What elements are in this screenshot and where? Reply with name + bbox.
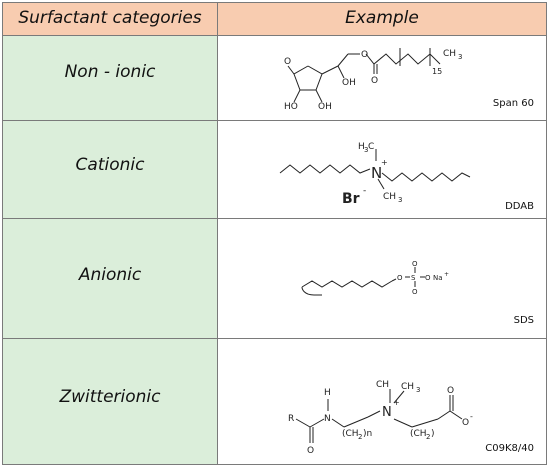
o-ester-label: O: [361, 50, 368, 60]
example-cell-anionic: O S O O O Na + SDS: [218, 219, 546, 339]
category-label: Cationic: [75, 155, 145, 175]
o-keto-label: O: [371, 76, 378, 86]
ch3a-label: CH: [376, 380, 389, 390]
h3c-c: C: [368, 142, 374, 152]
ch2n-sub: 2: [358, 433, 362, 441]
header-example: Example: [218, 3, 546, 36]
ch2n-label: (CH: [342, 429, 359, 439]
example-cell-cationic: H 3 C N + CH 3 Br - DDAB: [218, 121, 546, 219]
n-plus: +: [381, 158, 388, 167]
o-label: O: [397, 274, 403, 282]
category-label: Anionic: [78, 265, 142, 285]
ch3-label: CH: [443, 49, 456, 59]
n-label: N: [371, 164, 382, 182]
o3-minus: -: [470, 412, 473, 421]
n2-label: N: [382, 405, 392, 420]
ho-label: HO: [284, 102, 298, 112]
br-label: Br: [342, 191, 360, 207]
category-cell-cationic: Cationic: [3, 121, 218, 219]
category-cell-anionic: Anionic: [3, 219, 218, 339]
n15-label: 15: [432, 67, 442, 76]
ch3-label: CH: [383, 192, 396, 202]
sds-structure: O S O O O Na +: [301, 260, 449, 296]
example-cell-nonionic: O HO OH OH O O 15 CH 3 Span 60: [218, 36, 546, 121]
ch2m-label: (CH: [410, 429, 427, 439]
r-label: R: [288, 414, 294, 424]
zwitterionic-structure: H N R O (CH 2 )n N + CH CH 3 (CH 2 ) O O…: [288, 380, 473, 456]
o-na-label: O: [425, 274, 431, 282]
ch2n-n: )n: [363, 429, 372, 439]
surfactant-table: Surfactant categories Example Non - ioni…: [2, 2, 547, 465]
o-top-label: O: [412, 260, 418, 268]
ch3-sub: 3: [398, 196, 402, 204]
o1-label: O: [307, 446, 314, 456]
header-example-label: Example: [345, 8, 419, 28]
category-cell-zwitterionic: Zwitterionic: [3, 339, 218, 464]
category-cell-nonionic: Non - ionic: [3, 36, 218, 121]
ch3b-label: CH: [401, 382, 414, 392]
h3c-label: H: [358, 142, 365, 152]
h3c-sub: 3: [364, 146, 368, 154]
br-minus: -: [363, 186, 366, 196]
header-categories: Surfactant categories: [3, 3, 218, 36]
ch2m-sub: 2: [426, 433, 430, 441]
example-name: Span 60: [492, 98, 534, 109]
oh-label: OH: [342, 78, 356, 88]
n1-label: N: [324, 414, 331, 424]
span60-structure: O HO OH OH O O 15 CH 3: [284, 48, 462, 112]
ch3-sub: 3: [458, 53, 462, 61]
ch2m-close: ): [431, 429, 435, 439]
ddab-structure: H 3 C N + CH 3 Br -: [279, 142, 471, 207]
example-name: DDAB: [505, 201, 534, 212]
na-plus: +: [444, 271, 449, 278]
category-label: Zwitterionic: [59, 387, 161, 407]
example-name: SDS: [513, 315, 534, 326]
o-ring-label: O: [284, 57, 291, 67]
ch3-sub: 3: [416, 386, 420, 394]
n2-plus: +: [393, 398, 400, 407]
o3-label: O: [462, 418, 469, 428]
category-label: Non - ionic: [64, 62, 156, 82]
h-label: H: [324, 388, 331, 398]
o-bottom-label: O: [412, 288, 418, 296]
o2-label: O: [447, 386, 454, 396]
na-label: Na: [433, 274, 443, 282]
example-name: C09K8/40: [485, 443, 534, 454]
s-label: S: [411, 274, 416, 282]
example-cell-zwitterionic: H N R O (CH 2 )n N + CH CH 3 (CH 2 ) O O…: [218, 339, 546, 464]
header-categories-label: Surfactant categories: [18, 8, 202, 28]
oh-label-ring: OH: [318, 102, 332, 112]
